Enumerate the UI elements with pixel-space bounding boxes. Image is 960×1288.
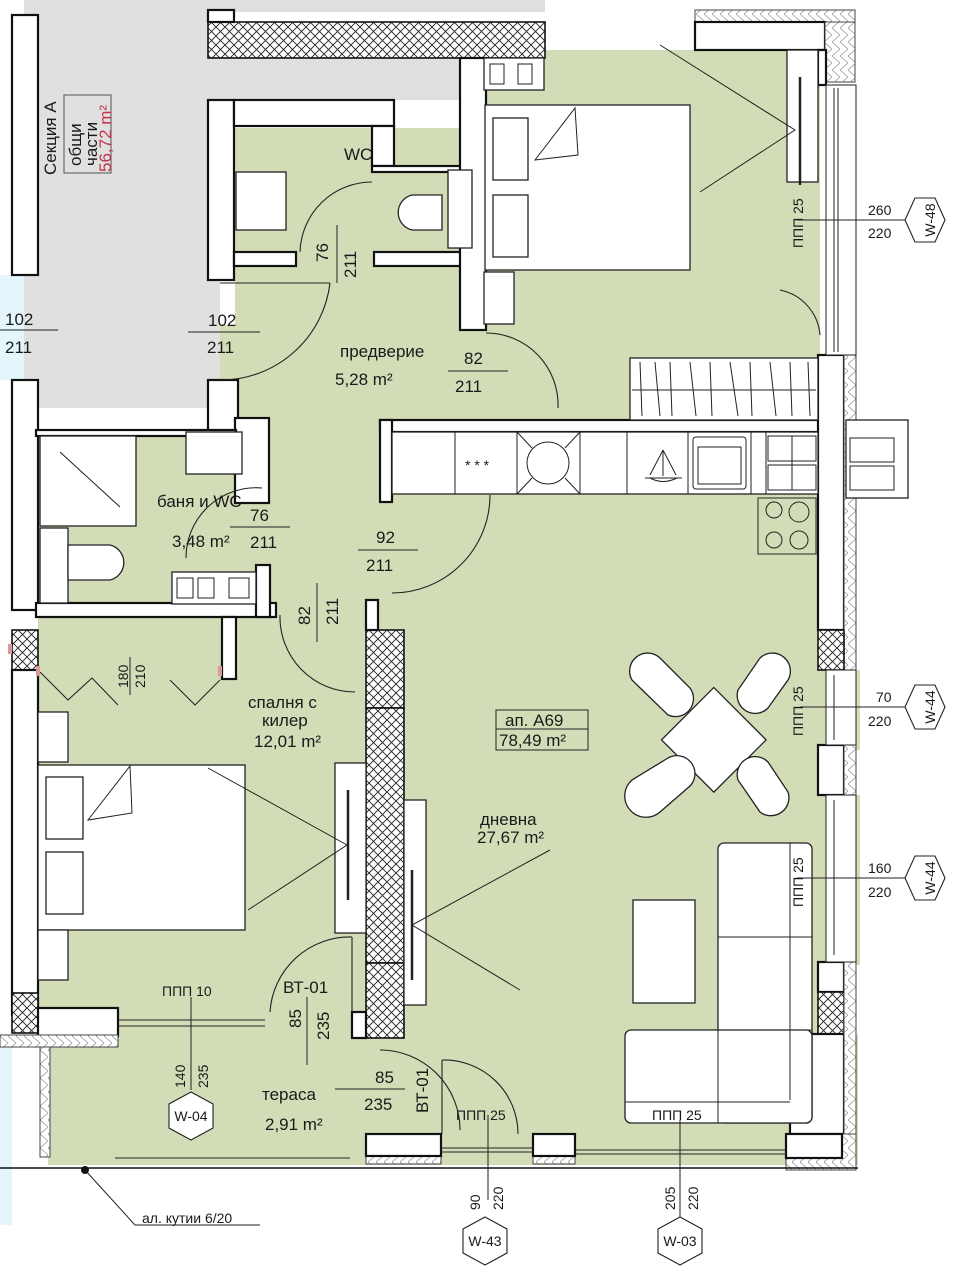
svg-text:ап. А69: ап. А69 — [505, 711, 563, 730]
common-area-zone — [24, 0, 220, 408]
window-tag-w03[interactable]: W-03 — [657, 1216, 703, 1266]
w44b-width: 160 — [868, 860, 892, 876]
room-name-bath: баня и WC — [157, 492, 242, 511]
terrace-door-1-code: ВТ-01 — [283, 978, 328, 997]
room-area-bath: 3,48 m² — [172, 532, 230, 551]
window-tag-w48[interactable]: W-48 — [904, 197, 946, 243]
window-tag-w44-upper[interactable]: W-44 — [904, 684, 946, 730]
w44b-height: 220 — [868, 884, 892, 900]
w04-height: 235 — [195, 1064, 211, 1088]
svg-text:общи: общи — [66, 123, 85, 166]
terrace-door-1-w: 85 — [286, 1009, 305, 1028]
w48-width: 260 — [868, 202, 892, 218]
w44b-sill: ППП 25 — [790, 857, 806, 907]
closet-dim-w: 180 — [115, 664, 131, 688]
room-name-hall: предверие — [340, 342, 424, 361]
walls — [0, 8, 858, 1171]
room-name-living: дневна — [480, 810, 537, 829]
svg-text:части: части — [82, 122, 101, 166]
terrace-door-2-w: 85 — [375, 1068, 394, 1087]
room-area-bedroom: 12,01 m² — [254, 732, 321, 751]
w43-height: 220 — [490, 1186, 506, 1210]
w44a-height: 220 — [868, 713, 892, 729]
w48-sill: ППП 25 — [790, 198, 806, 248]
door-dim-bedroom-top-h: 211 — [455, 377, 482, 396]
door-dim-bedroom-top-w: 82 — [464, 349, 483, 368]
mailbox-label: ал. кутии 6/20 — [142, 1210, 232, 1226]
svg-text:W-04: W-04 — [174, 1108, 207, 1124]
w04-sill: ППП 10 — [162, 983, 212, 999]
svg-text:78,49 m²: 78,49 m² — [499, 731, 566, 750]
window-tag-w04[interactable]: W-04 — [168, 1091, 214, 1141]
door-dim-wc-h: 211 — [341, 251, 360, 278]
room-area-hall: 5,28 m² — [335, 370, 393, 389]
w43-width: 90 — [467, 1194, 483, 1210]
terrace-door-2-h: 235 — [364, 1095, 392, 1114]
door-dim-entrance-h: 211 — [207, 338, 234, 357]
w44a-sill: ППП 25 — [790, 686, 806, 736]
stair-zone — [0, 275, 24, 380]
door-dim-bedroom-h: 211 — [323, 598, 342, 625]
svg-text:Секция А: Секция А — [41, 101, 60, 175]
svg-text:W-44: W-44 — [922, 690, 938, 723]
w48-height: 220 — [868, 225, 892, 241]
dimension-lines — [0, 219, 905, 1226]
door-dim-bath-w: 76 — [250, 506, 269, 525]
w43-sill: ППП 25 — [456, 1107, 506, 1123]
common-area-label: Секция А общи части 56,72 m² — [41, 94, 115, 175]
w04-width: 140 — [172, 1064, 188, 1088]
terrace-door-2-code: ВТ-01 — [413, 1068, 432, 1113]
door-dim-wc-w: 76 — [313, 243, 332, 262]
w03-width: 205 — [662, 1186, 678, 1210]
svg-text:W-03: W-03 — [663, 1233, 696, 1249]
room-name-terrace: тераса — [262, 1085, 316, 1104]
w03-sill: ППП 25 — [652, 1107, 702, 1123]
w03-height: 220 — [685, 1186, 701, 1210]
door-dim-bedroom-w: 82 — [295, 606, 314, 625]
door-dim-living-h: 211 — [366, 556, 393, 575]
door-swings — [185, 181, 821, 1135]
door-dim-left-w: 102 — [5, 310, 33, 329]
door-dim-bath-h: 211 — [250, 533, 277, 552]
door-dim-living-w: 92 — [376, 528, 395, 547]
room-name-wc: WC — [344, 145, 372, 164]
room-area-terrace: 2,91 m² — [265, 1115, 323, 1134]
room-area-living: 27,67 m² — [477, 828, 544, 847]
mailbox-marker — [81, 1166, 89, 1174]
room-name-bedroom-2: килер — [262, 711, 308, 730]
door-dim-entrance-w: 102 — [208, 311, 236, 330]
window-tag-w44-lower[interactable]: W-44 — [904, 855, 946, 901]
w44a-width: 70 — [876, 689, 892, 705]
closet-dim-h: 210 — [132, 664, 148, 688]
svg-text:W-48: W-48 — [922, 203, 938, 236]
apartment-badge: ап. А69 78,49 m² — [495, 709, 589, 751]
terrace-door-1-h: 235 — [314, 1012, 333, 1040]
svg-text:56,72 m²: 56,72 m² — [96, 105, 115, 172]
svg-text:* * *: * * * — [465, 457, 490, 473]
room-name-bedroom-1: спалня с — [248, 693, 317, 712]
svg-text:W-43: W-43 — [468, 1233, 501, 1249]
door-dim-left-h: 211 — [5, 338, 32, 357]
furniture: * * * — [8, 44, 909, 1124]
window-tag-w43[interactable]: W-43 — [462, 1216, 508, 1266]
svg-text:W-44: W-44 — [922, 861, 938, 894]
